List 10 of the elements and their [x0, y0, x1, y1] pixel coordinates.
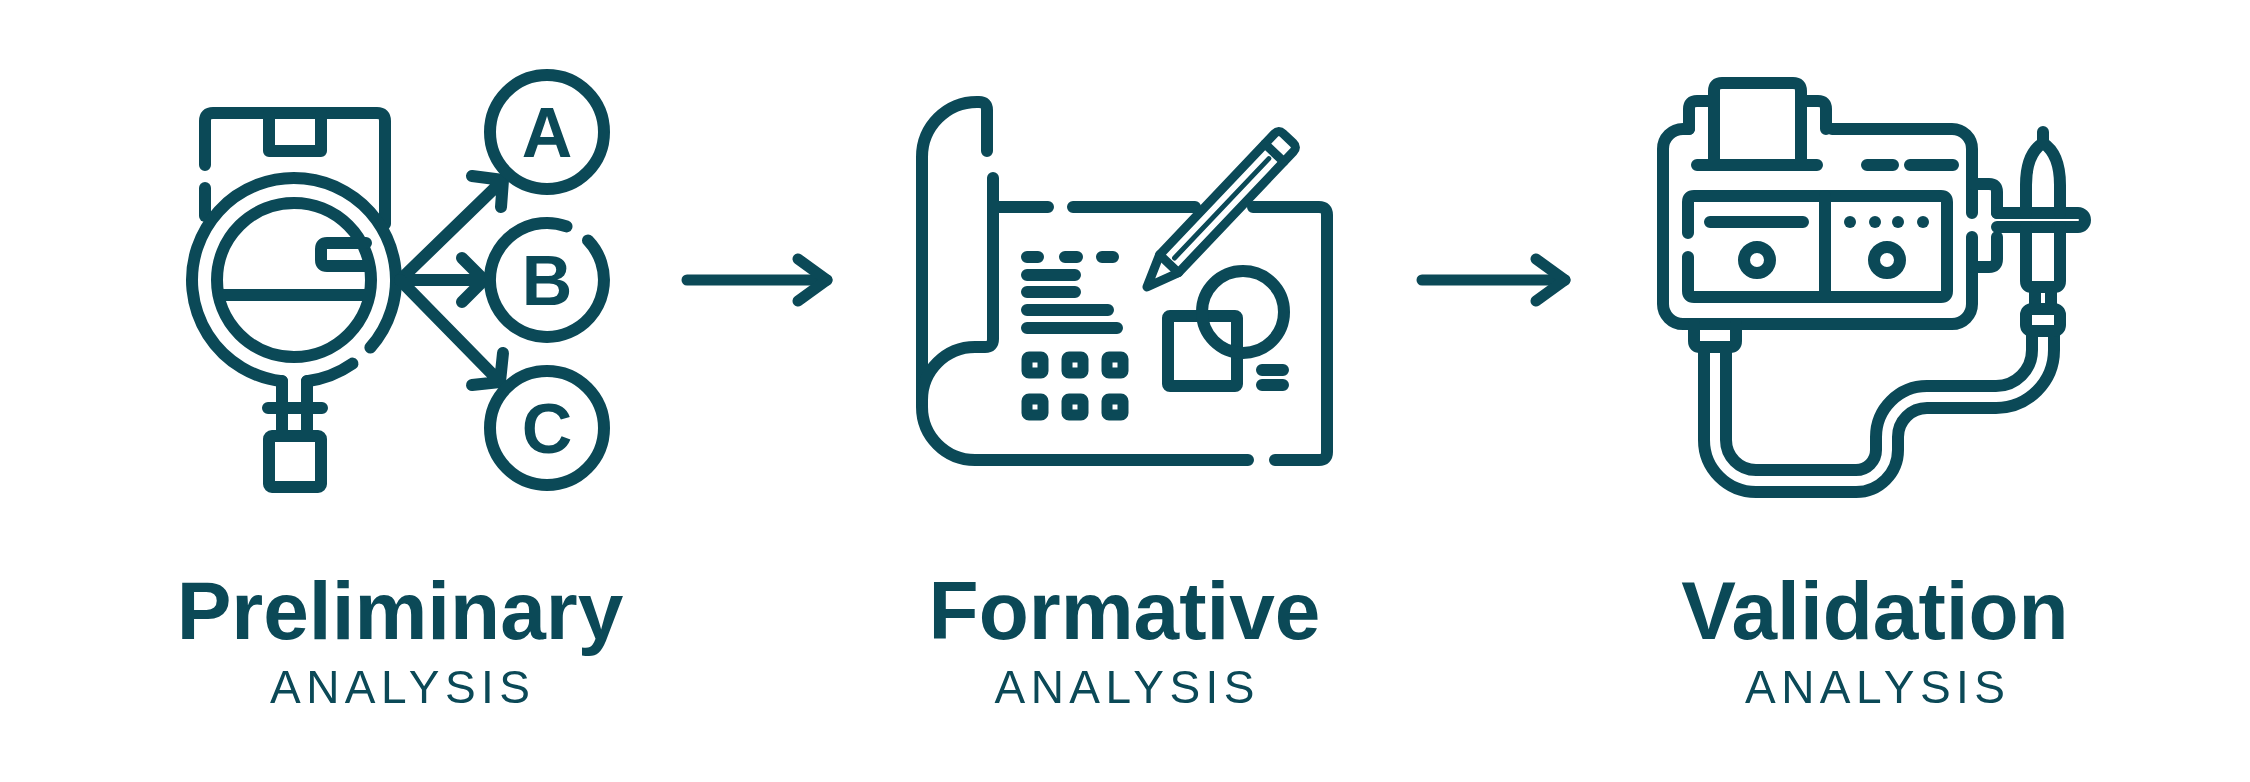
stage-subtitle: ANALYSIS [994, 664, 1261, 710]
arrow [1416, 253, 1571, 307]
option-letter: B [521, 246, 573, 316]
arrow [681, 253, 833, 307]
stage-title: Validation [1681, 570, 2069, 652]
stage-subtitle: ANALYSIS [1744, 664, 2011, 710]
stage-subtitle: ANALYSIS [269, 664, 536, 710]
stage-title: Formative [928, 570, 1321, 652]
option-letter: C [521, 394, 573, 464]
option-letter: A [521, 98, 573, 168]
